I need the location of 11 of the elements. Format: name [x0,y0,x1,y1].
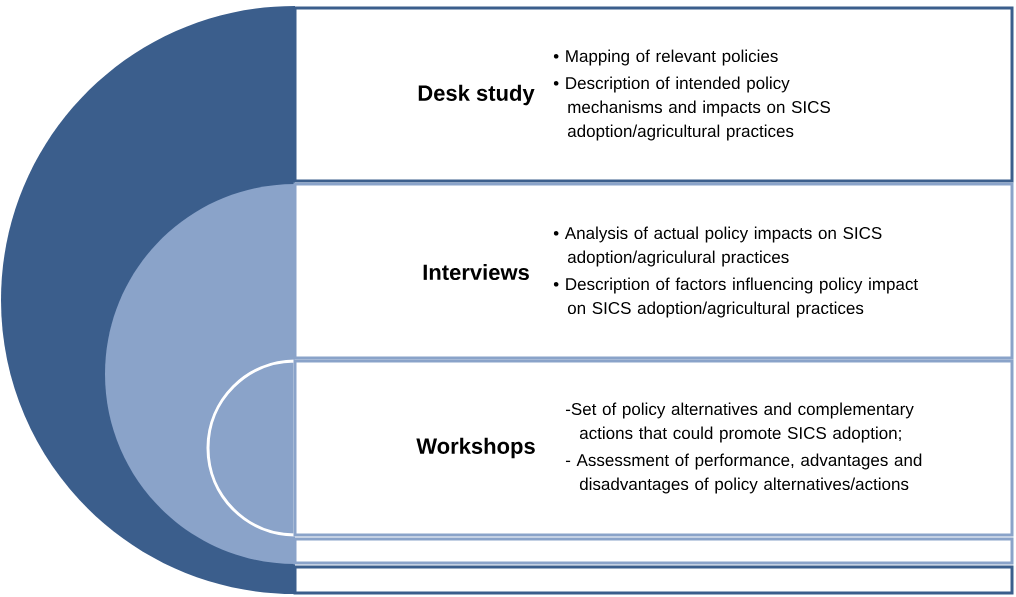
bullet-text: -Set of policy alternatives and complementary actions that could promote SICS adoption; [565,402,914,443]
bullet-text: • Analysis of actual policy impacts on SICS adoption/agriculural practices [553,226,882,267]
bullet-text: • Description of intended policy mechanisms and impacts on SICS adoption/agricultural practices [553,76,830,141]
bullet-text: - Assessment of performance, advantages and disadvantages of policy alternatives/actions [565,453,922,494]
heading: Desk study [418,84,535,106]
process-box [293,182,1014,360]
process-box [293,6,1014,183]
heading: Interviews [423,263,529,281]
heading: Workshops [416,437,535,459]
bullet-text: • Description of factors influencing policy impact on SICS adoption/agricultural practices [553,277,918,318]
bullet-text: • Mapping of relevant policies [553,49,778,66]
